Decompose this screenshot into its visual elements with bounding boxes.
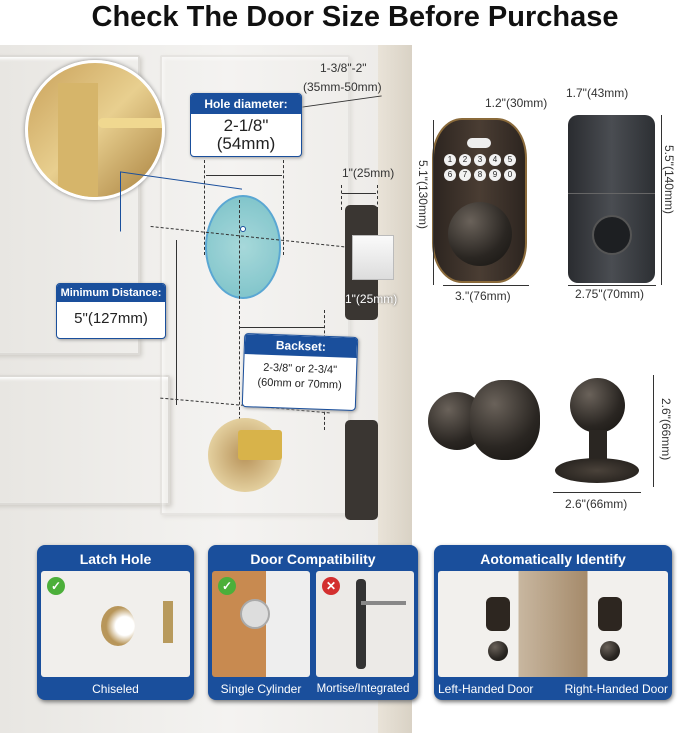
key-8[interactable]: 8 <box>474 169 486 181</box>
cross-icon: ✕ <box>322 577 340 595</box>
keypad: 1 2 3 4 5 6 7 8 9 0 <box>444 154 516 181</box>
backset-arrow <box>240 327 324 328</box>
key-6[interactable]: 6 <box>444 169 456 181</box>
card-latch-hole: Latch Hole ✓ Chiseled <box>37 545 194 700</box>
hole-diameter-mm: (54mm) <box>216 134 276 153</box>
magnifier-detail <box>25 60 165 200</box>
latch-bolt <box>352 235 394 280</box>
latch-width: 1"(25mm) <box>342 166 395 180</box>
hole-diameter-header: Hole diameter: <box>191 94 301 114</box>
strike-plate <box>345 420 378 520</box>
key-3[interactable]: 3 <box>474 154 486 166</box>
door-panel <box>0 375 170 505</box>
backset-label: Backset: 2-3/8" or 2-3/4"(60mm or 70mm) <box>241 333 359 411</box>
card-auto-identify: Aotomatically Identify Left-Handed Door … <box>434 545 672 700</box>
single-cylinder-caption: Single Cylinder <box>220 682 302 696</box>
hole-diameter-arrow <box>206 175 282 176</box>
interior-unit <box>568 115 655 283</box>
latch-depth: 1"(25mm) <box>345 292 398 306</box>
keypad-depth: 1.2"(30mm) <box>485 96 548 110</box>
check-icon: ✓ <box>47 577 65 595</box>
minimum-distance-value: 5"(127mm) <box>74 310 148 327</box>
right-handed-caption: Right-Handed Door <box>564 682 668 696</box>
thumb-turn <box>592 215 632 255</box>
key-7[interactable]: 7 <box>459 169 471 181</box>
minimum-distance-header: Minimum Distance: <box>57 284 165 302</box>
door-compat-title: Door Compatibility <box>250 551 376 567</box>
latch-hole-image: ✓ <box>41 571 190 677</box>
keypad-width: 3."(76mm) <box>455 289 511 303</box>
page-title: Check The Door Size Before Purchase <box>91 1 619 33</box>
hole-diameter-label: Hole diameter: 2-1/8"(54mm) <box>190 93 302 157</box>
key-5[interactable]: 5 <box>504 154 516 166</box>
knob-side <box>570 378 625 433</box>
keypad-lock-exterior: 1 2 3 4 5 6 7 8 9 0 <box>432 118 527 283</box>
hole-diameter-inch: 2-1/8" <box>223 116 269 135</box>
mortise-caption: Mortise/Integrated <box>316 683 410 695</box>
mortise-image: ✕ <box>316 571 414 677</box>
bore-hole <box>205 195 281 299</box>
deadbolt-cylinder <box>448 202 512 266</box>
knob-rose <box>470 380 540 460</box>
backset-mm: (60mm or 70mm) <box>257 376 342 392</box>
card-door-compatibility: Door Compatibility ✓ ✕ Single Cylinder M… <box>208 545 418 700</box>
auto-identify-image <box>438 571 668 677</box>
key-0[interactable]: 0 <box>504 169 516 181</box>
single-cylinder-image: ✓ <box>212 571 310 677</box>
latch-hole-bore <box>208 418 282 492</box>
knob-height: 2.6"(66mm) <box>659 398 673 461</box>
keypad-height: 5.1"(130mm) <box>416 160 430 229</box>
interior-width: 2.75"(70mm) <box>575 287 644 301</box>
key-1[interactable]: 1 <box>444 154 456 166</box>
auto-identify-title: Aotomatically Identify <box>480 551 626 567</box>
backset-inch: 2-3/8" or 2-3/4" <box>262 361 338 377</box>
left-handed-caption: Left-Handed Door <box>438 682 534 696</box>
interior-depth: 1.7"(43mm) <box>566 86 629 100</box>
min-distance-arrow <box>176 240 177 405</box>
key-4[interactable]: 4 <box>489 154 501 166</box>
door-panel <box>0 55 140 355</box>
minimum-distance-label: Minimum Distance: 5"(127mm) <box>56 283 166 339</box>
interior-height: 5.5"(140mm) <box>662 145 676 214</box>
hole-center <box>240 226 246 232</box>
latch-hole-caption: Chiseled <box>92 682 139 696</box>
key-9[interactable]: 9 <box>489 169 501 181</box>
knob-width: 2.6"(66mm) <box>565 497 628 511</box>
check-icon: ✓ <box>218 577 236 595</box>
latch-hole-title: Latch Hole <box>79 551 152 567</box>
door-thickness-inch: 1-3/8"-2" <box>320 61 367 75</box>
door-thickness-mm: (35mm-50mm) <box>303 80 382 94</box>
knob-base <box>555 458 639 483</box>
key-2[interactable]: 2 <box>459 154 471 166</box>
